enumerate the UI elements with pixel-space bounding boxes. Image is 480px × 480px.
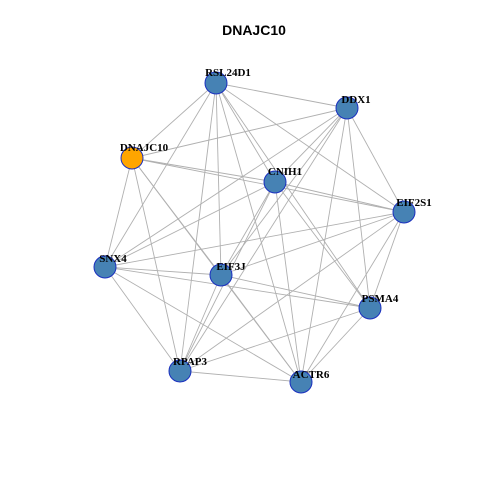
edge-psma4-rpap3 [179, 307, 371, 372]
node-label-eif2s1: EIF2S1 [396, 197, 431, 209]
edge-rsl24d1-eif2s1 [215, 82, 405, 213]
edge-rsl24d1-eif3j [215, 82, 222, 276]
edge-eif2s1-psma4 [369, 211, 405, 309]
edge-dnajc10-snx4 [104, 157, 133, 268]
edge-ddx1-psma4 [346, 107, 371, 309]
node-label-psma4: PSMA4 [362, 293, 399, 305]
node-label-ddx1: DDX1 [341, 94, 370, 106]
edge-snx4-rpap3 [104, 266, 181, 372]
node-label-eif3j: EIF3J [216, 261, 246, 273]
node-eif3j[interactable] [209, 263, 233, 287]
node-label-cnih1: CNIH1 [268, 166, 302, 178]
node-label-actr6: ACTR6 [293, 369, 330, 381]
node-actr6[interactable] [289, 370, 313, 394]
edge-snx4-eif3j [104, 266, 222, 276]
edge-rsl24d1-rpap3 [179, 82, 217, 372]
edge-eif3j-psma4 [220, 274, 371, 309]
edge-rpap3-actr6 [179, 370, 302, 383]
node-snx4[interactable] [93, 255, 117, 279]
nodes-layer [93, 71, 416, 394]
node-dnajc10[interactable] [120, 146, 144, 170]
edge-rsl24d1-actr6 [215, 82, 302, 383]
edge-ddx1-dnajc10 [131, 107, 348, 159]
node-eif2s1[interactable] [392, 200, 416, 224]
edge-ddx1-snx4 [104, 107, 348, 268]
edge-eif2s1-snx4 [104, 211, 405, 268]
edge-dnajc10-cnih1 [131, 157, 276, 183]
edge-rsl24d1-dnajc10 [131, 82, 217, 159]
edge-eif2s1-rpap3 [179, 211, 405, 372]
edge-eif3j-rpap3 [179, 274, 222, 372]
node-label-dnajc10: DNAJC10 [120, 142, 169, 154]
edge-rsl24d1-cnih1 [215, 82, 276, 183]
node-label-snx4: SNX4 [99, 253, 127, 265]
edge-snx4-psma4 [104, 266, 371, 309]
edge-psma4-actr6 [300, 307, 371, 383]
edge-rsl24d1-psma4 [215, 82, 371, 309]
edge-eif2s1-actr6 [300, 211, 405, 383]
edge-cnih1-eif3j [220, 181, 276, 276]
node-label-rpap3: RPAP3 [173, 356, 208, 368]
edge-eif3j-actr6 [220, 274, 302, 383]
edge-dnajc10-rpap3 [131, 157, 181, 372]
edge-rsl24d1-snx4 [104, 82, 217, 268]
edges-layer [104, 82, 405, 383]
node-ddx1[interactable] [335, 96, 359, 120]
edge-snx4-actr6 [104, 266, 302, 383]
graph-title: DNAJC10 [222, 22, 286, 38]
node-psma4[interactable] [358, 296, 382, 320]
edge-eif2s1-eif3j [220, 211, 405, 276]
edge-cnih1-psma4 [274, 181, 371, 309]
node-cnih1[interactable] [263, 170, 287, 194]
edge-cnih1-snx4 [104, 181, 276, 268]
edge-rsl24d1-ddx1 [215, 82, 348, 109]
node-rsl24d1[interactable] [204, 71, 228, 95]
edge-cnih1-actr6 [274, 181, 302, 383]
edge-cnih1-eif2s1 [274, 181, 405, 213]
edge-ddx1-cnih1 [274, 107, 348, 183]
node-label-rsl24d1: RSL24D1 [205, 67, 251, 79]
edge-ddx1-eif2s1 [346, 107, 405, 213]
node-rpap3[interactable] [168, 359, 192, 383]
edge-ddx1-actr6 [300, 107, 348, 383]
